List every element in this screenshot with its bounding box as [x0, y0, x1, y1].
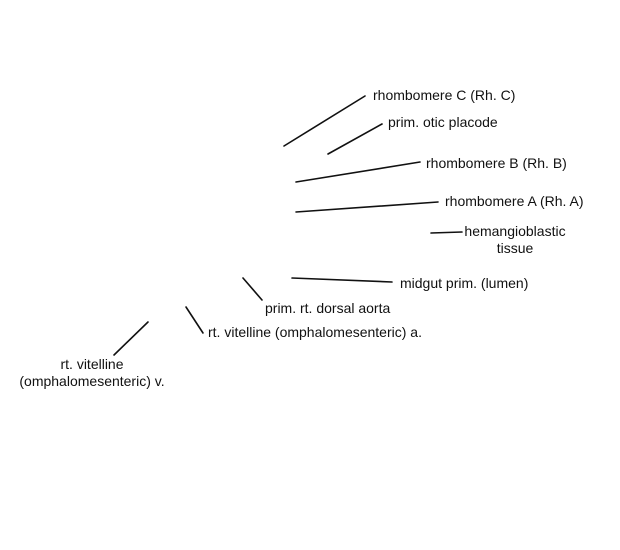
label-midgut-prim: midgut prim. (lumen) — [400, 275, 529, 291]
label-hemangioblastic-tissue: hemangioblastic tissue — [462, 223, 568, 257]
leader-line-prim-rt-dorsal-aorta — [242, 277, 263, 301]
label-rhombomere-c: rhombomere C (Rh. C) — [373, 87, 516, 103]
label-prim-rt-dorsal-aorta: prim. rt. dorsal aorta — [265, 300, 391, 316]
label-rhombomere-a: rhombomere A (Rh. A) — [445, 193, 584, 209]
label-rt-vitelline-vein: rt. vitelline (omphalomesenteric) v. — [6, 356, 178, 390]
label-rhombomere-b: rhombomere B (Rh. B) — [426, 155, 567, 171]
leader-line-rhombomere-a — [295, 201, 439, 213]
leader-line-hemangioblastic-tissue — [430, 231, 463, 234]
leader-line-rt-vitelline-artery — [185, 306, 204, 334]
label-hemangioblastic-tissue-line1: hemangioblastic — [464, 223, 566, 239]
label-prim-otic-placode: prim. otic placode — [388, 114, 498, 130]
leader-line-rhombomere-b — [295, 161, 421, 183]
label-rt-vitelline-vein-line2: (omphalomesenteric) v. — [19, 373, 165, 389]
label-hemangioblastic-tissue-line2: tissue — [496, 240, 534, 256]
leader-line-prim-otic-placode — [327, 123, 383, 155]
leader-line-rt-vitelline-vein — [113, 321, 149, 356]
leader-line-rhombomere-c — [283, 95, 366, 147]
label-rt-vitelline-artery: rt. vitelline (omphalomesenteric) a. — [208, 324, 422, 340]
leader-line-midgut-prim — [291, 277, 393, 283]
label-rt-vitelline-vein-line1: rt. vitelline — [60, 356, 124, 372]
